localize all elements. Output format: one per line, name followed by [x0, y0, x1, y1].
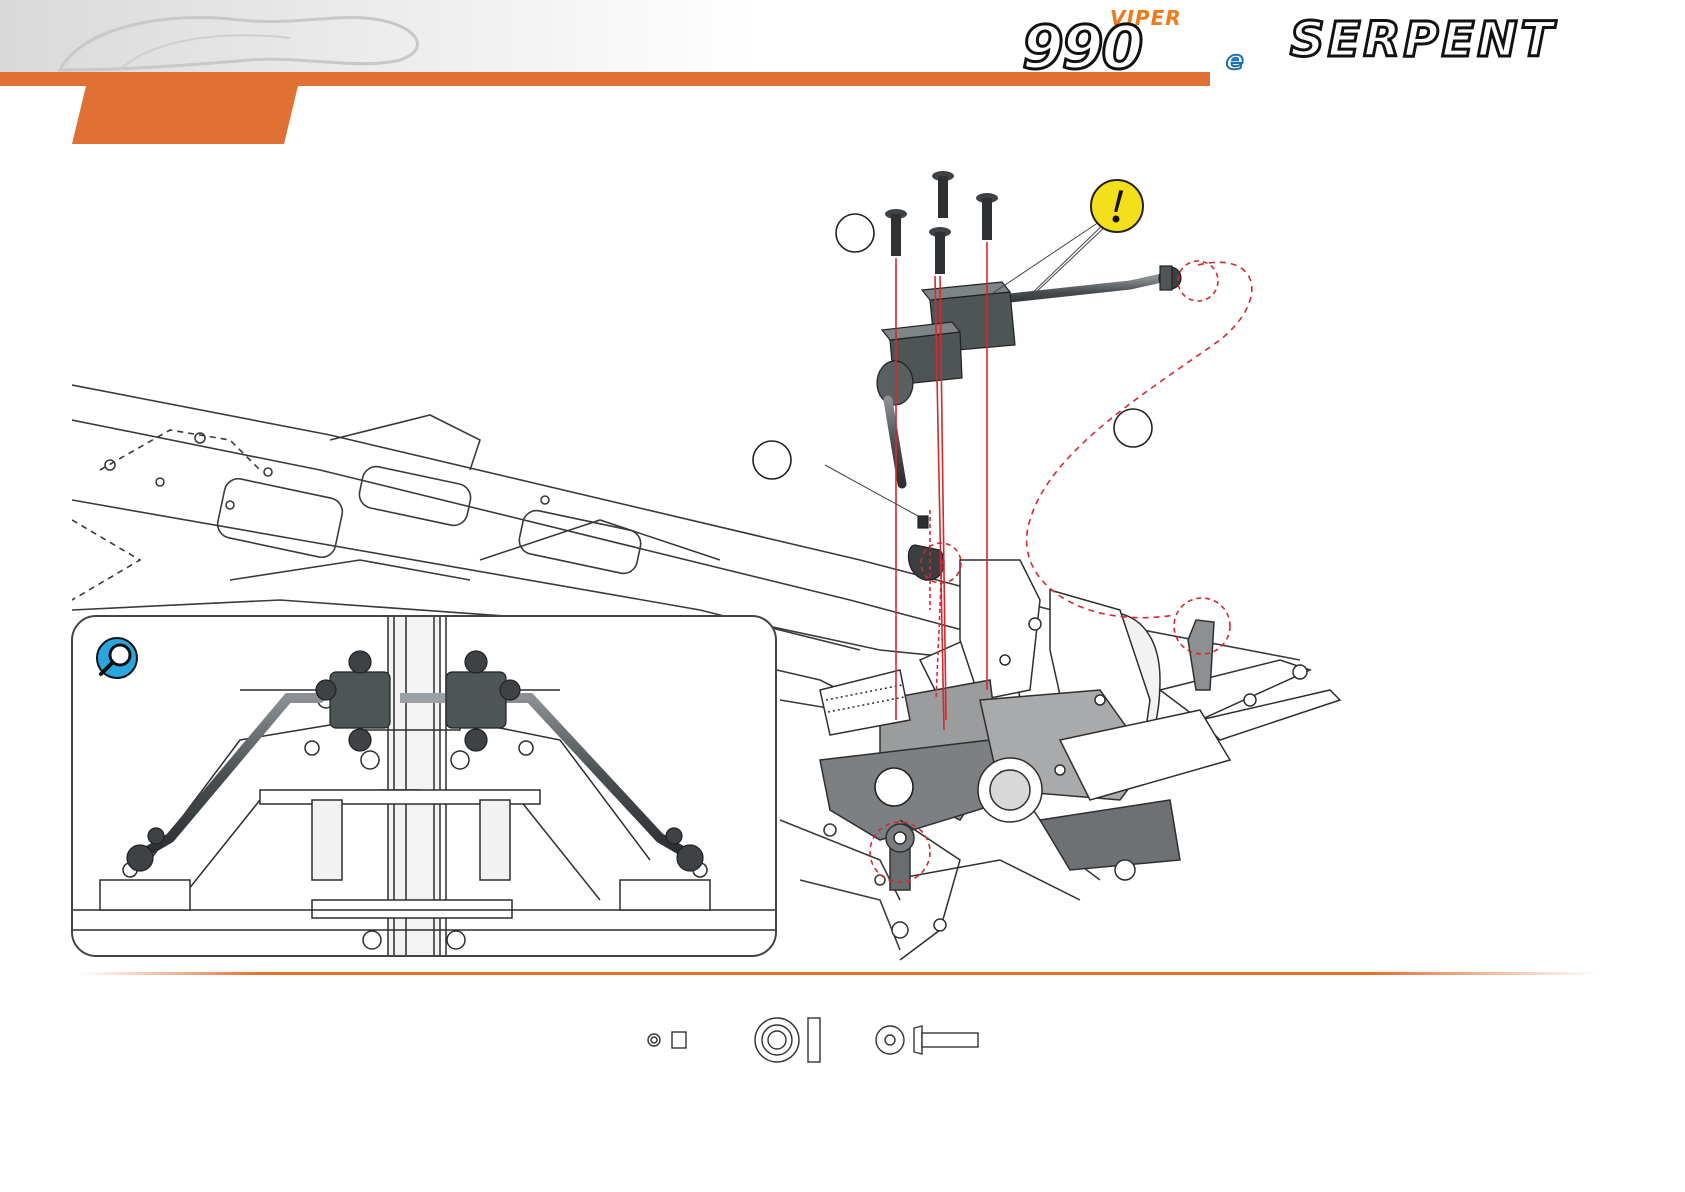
callout-circle	[836, 214, 874, 252]
screw	[976, 193, 998, 240]
callout-circle	[1114, 409, 1152, 447]
parts-strip	[648, 1018, 978, 1062]
parts-screw-icon	[876, 1026, 978, 1054]
rear-gearbox-assembly	[820, 560, 1340, 960]
callout-circle	[753, 441, 791, 479]
callout-circle	[875, 768, 913, 806]
warning-leader-lines	[825, 218, 1110, 516]
detail-inset	[72, 616, 776, 956]
magnifier-icon	[97, 638, 137, 678]
screw	[932, 171, 954, 218]
screw	[885, 209, 907, 256]
screws	[885, 171, 998, 274]
parts-ballcup-icon	[755, 1018, 820, 1062]
exclamation-icon	[1091, 180, 1143, 232]
section-divider	[80, 972, 1600, 975]
screw	[929, 227, 951, 274]
parts-ballstud-icon	[648, 1032, 686, 1048]
